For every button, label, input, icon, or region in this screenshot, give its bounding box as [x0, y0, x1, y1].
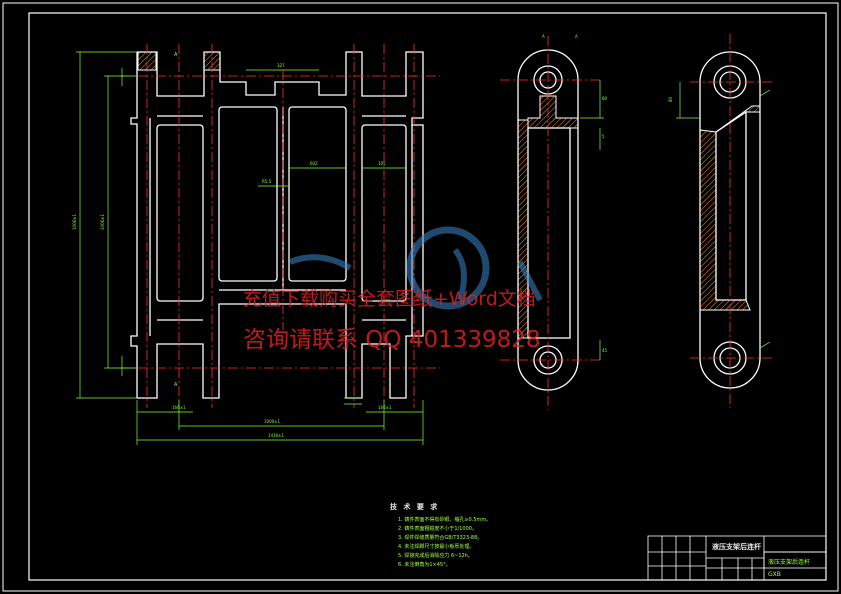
svg-text:45: 45	[602, 348, 608, 353]
title-block-code: GXB	[768, 571, 781, 578]
svg-text:1006±1: 1006±1	[100, 213, 105, 230]
svg-text:1000±1: 1000±1	[264, 419, 281, 424]
svg-text:A: A	[575, 34, 578, 39]
section-marks-front: A A	[174, 52, 178, 388]
svg-text:80: 80	[602, 96, 608, 101]
svg-text:602: 602	[310, 161, 318, 166]
right-hatch	[699, 105, 761, 311]
svg-text:327: 327	[277, 63, 285, 68]
tech-note: 3. 焊件焊缝质量符合GB/T3323-88。	[398, 535, 483, 541]
watermark-text-line2: 咨询请联系 QQ 401339828	[243, 327, 541, 353]
dimensions-front	[76, 51, 424, 445]
tech-note: 1. 铸件表面不得有砂眼、缩孔≥0.5mm。	[398, 517, 492, 523]
svg-text:A: A	[542, 34, 545, 39]
svg-text:166±1: 166±1	[172, 405, 186, 410]
svg-text:166±1: 166±1	[378, 405, 392, 410]
centerlines-side	[500, 36, 600, 410]
svg-text:80: 80	[668, 96, 673, 102]
dim-labels-side: A A 80 5 45	[542, 34, 608, 353]
svg-text:1006±1: 1006±1	[72, 213, 77, 230]
title-block-drawing-name: 液压支架后连杆	[768, 559, 811, 566]
side-hatch-rib	[517, 95, 579, 339]
watermark-text-line1: 充值下载购买全套图纸+Word文档	[243, 288, 536, 310]
tech-note: 5. 焊接完成后消除应力 6~12h。	[398, 553, 473, 559]
watermark-logo	[288, 226, 543, 310]
inner-border	[28, 12, 827, 581]
svg-text:1416±1: 1416±1	[268, 433, 285, 438]
svg-text:A: A	[174, 382, 178, 388]
dim-labels-front: 1006±1 1006±1 1416±1 1000±1 166±1 166±1 …	[72, 63, 392, 438]
tech-note: 4. 未注焊脚尺寸按最小板厚处理。	[398, 544, 475, 550]
tech-note: 6. 未注倒角为1×45°。	[398, 562, 451, 568]
title-block-corner	[763, 551, 827, 569]
centerlines-right	[690, 34, 772, 408]
tech-note: 2. 铸件表面粗糙度不小于1/1000。	[398, 526, 477, 532]
svg-text:A: A	[174, 52, 178, 58]
centerlines-front	[120, 44, 440, 408]
dimensions-right	[676, 82, 771, 349]
tech-requirements-title: 技 术 要 求	[390, 503, 440, 511]
title-block-company: 液压支架后连杆	[712, 543, 761, 551]
svg-text:105: 105	[378, 161, 386, 166]
svg-text:R5.5: R5.5	[262, 179, 272, 184]
dim-labels-right: 80	[668, 96, 673, 102]
dimensions-side	[580, 80, 604, 360]
svg-text:5: 5	[602, 134, 605, 139]
